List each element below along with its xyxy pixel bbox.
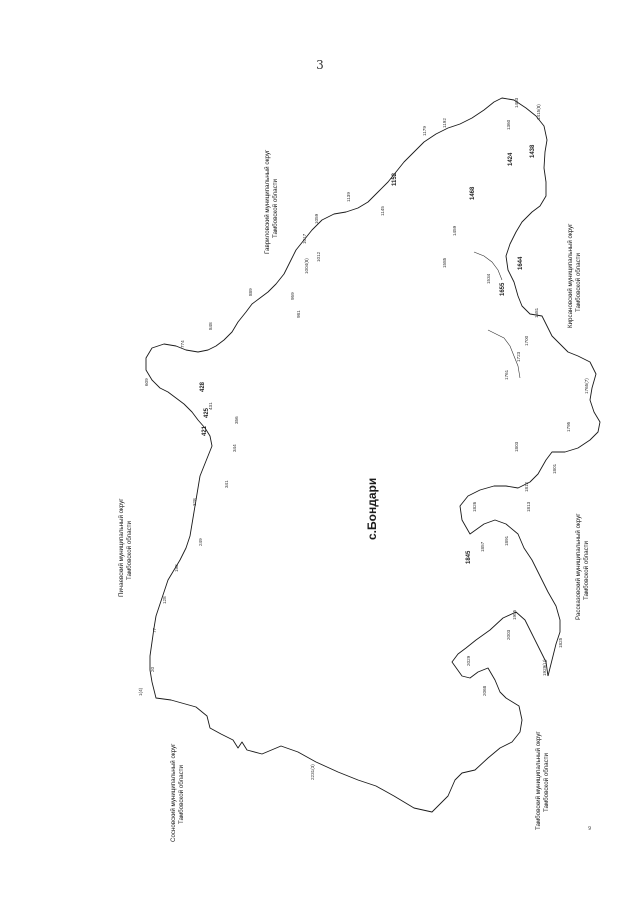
vertex-label: 431 [208, 402, 213, 410]
district-label-kirsanovsky-line2: Тамбовской области [575, 252, 582, 312]
boundary-jog-east [487, 329, 521, 379]
vertex-label: 421 [202, 425, 208, 436]
boundary-line-east [145, 97, 601, 683]
vertex-label: 774 [180, 340, 185, 348]
district-label-tambovsky-line2: Тамбовской области [543, 752, 550, 812]
district-label-gavrilovsky-line2: Тамбовской области [272, 178, 279, 238]
vertex-label: 1424 [508, 152, 514, 166]
vertex-label: 249 [198, 538, 203, 546]
vertex-label: 1891 [504, 535, 509, 546]
vertex-label: 1179 [422, 126, 427, 136]
district-label-sosnovsky-line2: Тамбовской области [178, 764, 185, 824]
district-label-tambovsky-line1: Тамбовский муниципальный округ [535, 731, 542, 830]
vertex-label: 1017 [302, 233, 307, 244]
settlement-boundary [145, 97, 601, 813]
vertex-label: 1139 [346, 192, 351, 202]
page-number: 3 [316, 58, 324, 72]
vertex-label: 1012 [316, 251, 321, 262]
vertex-label: 128 [162, 596, 167, 604]
vertex-label: 848 [208, 322, 213, 330]
vertex-label: 2003 [506, 629, 511, 640]
vertex-label: 2068 [482, 685, 487, 696]
vertex-label: 1403 [514, 97, 519, 108]
vertex-label: 1644 [518, 256, 524, 270]
vertex-label: 2029 [466, 655, 471, 666]
district-label-rasskazovsky-line1: Рассказовский муниципальный округ [575, 513, 582, 620]
vertex-label: 1803 [514, 441, 519, 452]
vertex-label: 1004(8) [304, 258, 309, 274]
vertex-label: 1059 [314, 213, 319, 224]
vertex-label: 356 [234, 416, 239, 424]
vertex-label: 981 [296, 310, 301, 318]
vertex-label: 425 [204, 407, 210, 418]
boundary-line-west [151, 611, 549, 813]
vertex-label: 1585 [442, 257, 447, 268]
vertex-label: 1813 [526, 501, 531, 512]
district-label-rasskazovsky-line2: Тамбовской области [583, 540, 590, 600]
vertex-label: 1845 [466, 550, 472, 564]
boundary-jog-north [473, 251, 503, 281]
vertex-label: 344 [232, 444, 237, 452]
vertex-label: 1438 [530, 144, 536, 158]
vertex-label: 1360 [506, 119, 511, 130]
vertex-label: 1152 [392, 172, 398, 186]
vertex-label: 341 [224, 480, 229, 488]
vertex-label: 1765(7) [584, 378, 589, 394]
vertex-label: 1801 [552, 463, 557, 474]
corner-mark: 9 [588, 826, 592, 832]
vertex-label: 1826 [472, 501, 477, 512]
vertex-label: 1681 [534, 307, 539, 318]
vertex-label: 198 [174, 564, 179, 572]
district-label-pichaevsky-line2: Тамбовской области [126, 520, 133, 580]
vertex-label: 889 [248, 288, 253, 296]
vertex-label: 1700 [524, 335, 529, 346]
vertex-label: 609 [144, 378, 149, 386]
vertex-label: 1468 [470, 186, 476, 200]
vertex-label: 1534 [486, 273, 491, 284]
vertex-label: 20 [150, 666, 155, 672]
vertex-label: 77 [152, 627, 157, 633]
vertex-label: 1192 [442, 118, 447, 128]
vertex-label: 1655 [500, 282, 506, 296]
vertex-label: 428 [200, 381, 206, 392]
vertex-label: 959 [290, 292, 295, 300]
vertex-label: 1723 [516, 351, 521, 362]
vertex-label: 1812 [524, 481, 529, 492]
vertex-label: 1459 [452, 225, 457, 236]
district-label-gavrilovsky-line1: Гавриловский муниципальный округ [264, 149, 271, 254]
district-label-kirsanovsky-line1: Кирсановский муниципальный округ [567, 223, 574, 328]
district-label-sosnovsky-line1: Сосновский муниципальный округ [170, 743, 177, 842]
vertex-label: 1795 [566, 421, 571, 432]
vertex-label: 1955 [512, 609, 517, 620]
vertex-label: 1857 [480, 541, 485, 552]
vertex-label: 2231(3) [310, 764, 315, 780]
vertex-label: 1415(8) [536, 104, 541, 120]
vertex-label: 1929(Ц) [542, 659, 547, 676]
vertex-label: 328 [192, 498, 197, 506]
district-labels: Пичаевский муниципальный округ Тамбовско… [118, 149, 590, 842]
vertex-label: 1761 [504, 369, 509, 380]
district-label-pichaevsky-line1: Пичаевский муниципальный округ [118, 498, 125, 597]
vertex-labels: 1(4) 20 77 128 198 249 328 341 344 356 4… [138, 97, 589, 780]
vertex-label: 1825 [558, 637, 563, 648]
vertex-label: 1145 [380, 206, 385, 216]
vertex-label: 1(4) [138, 687, 143, 696]
settlement-name: с.Бондари [365, 478, 379, 540]
